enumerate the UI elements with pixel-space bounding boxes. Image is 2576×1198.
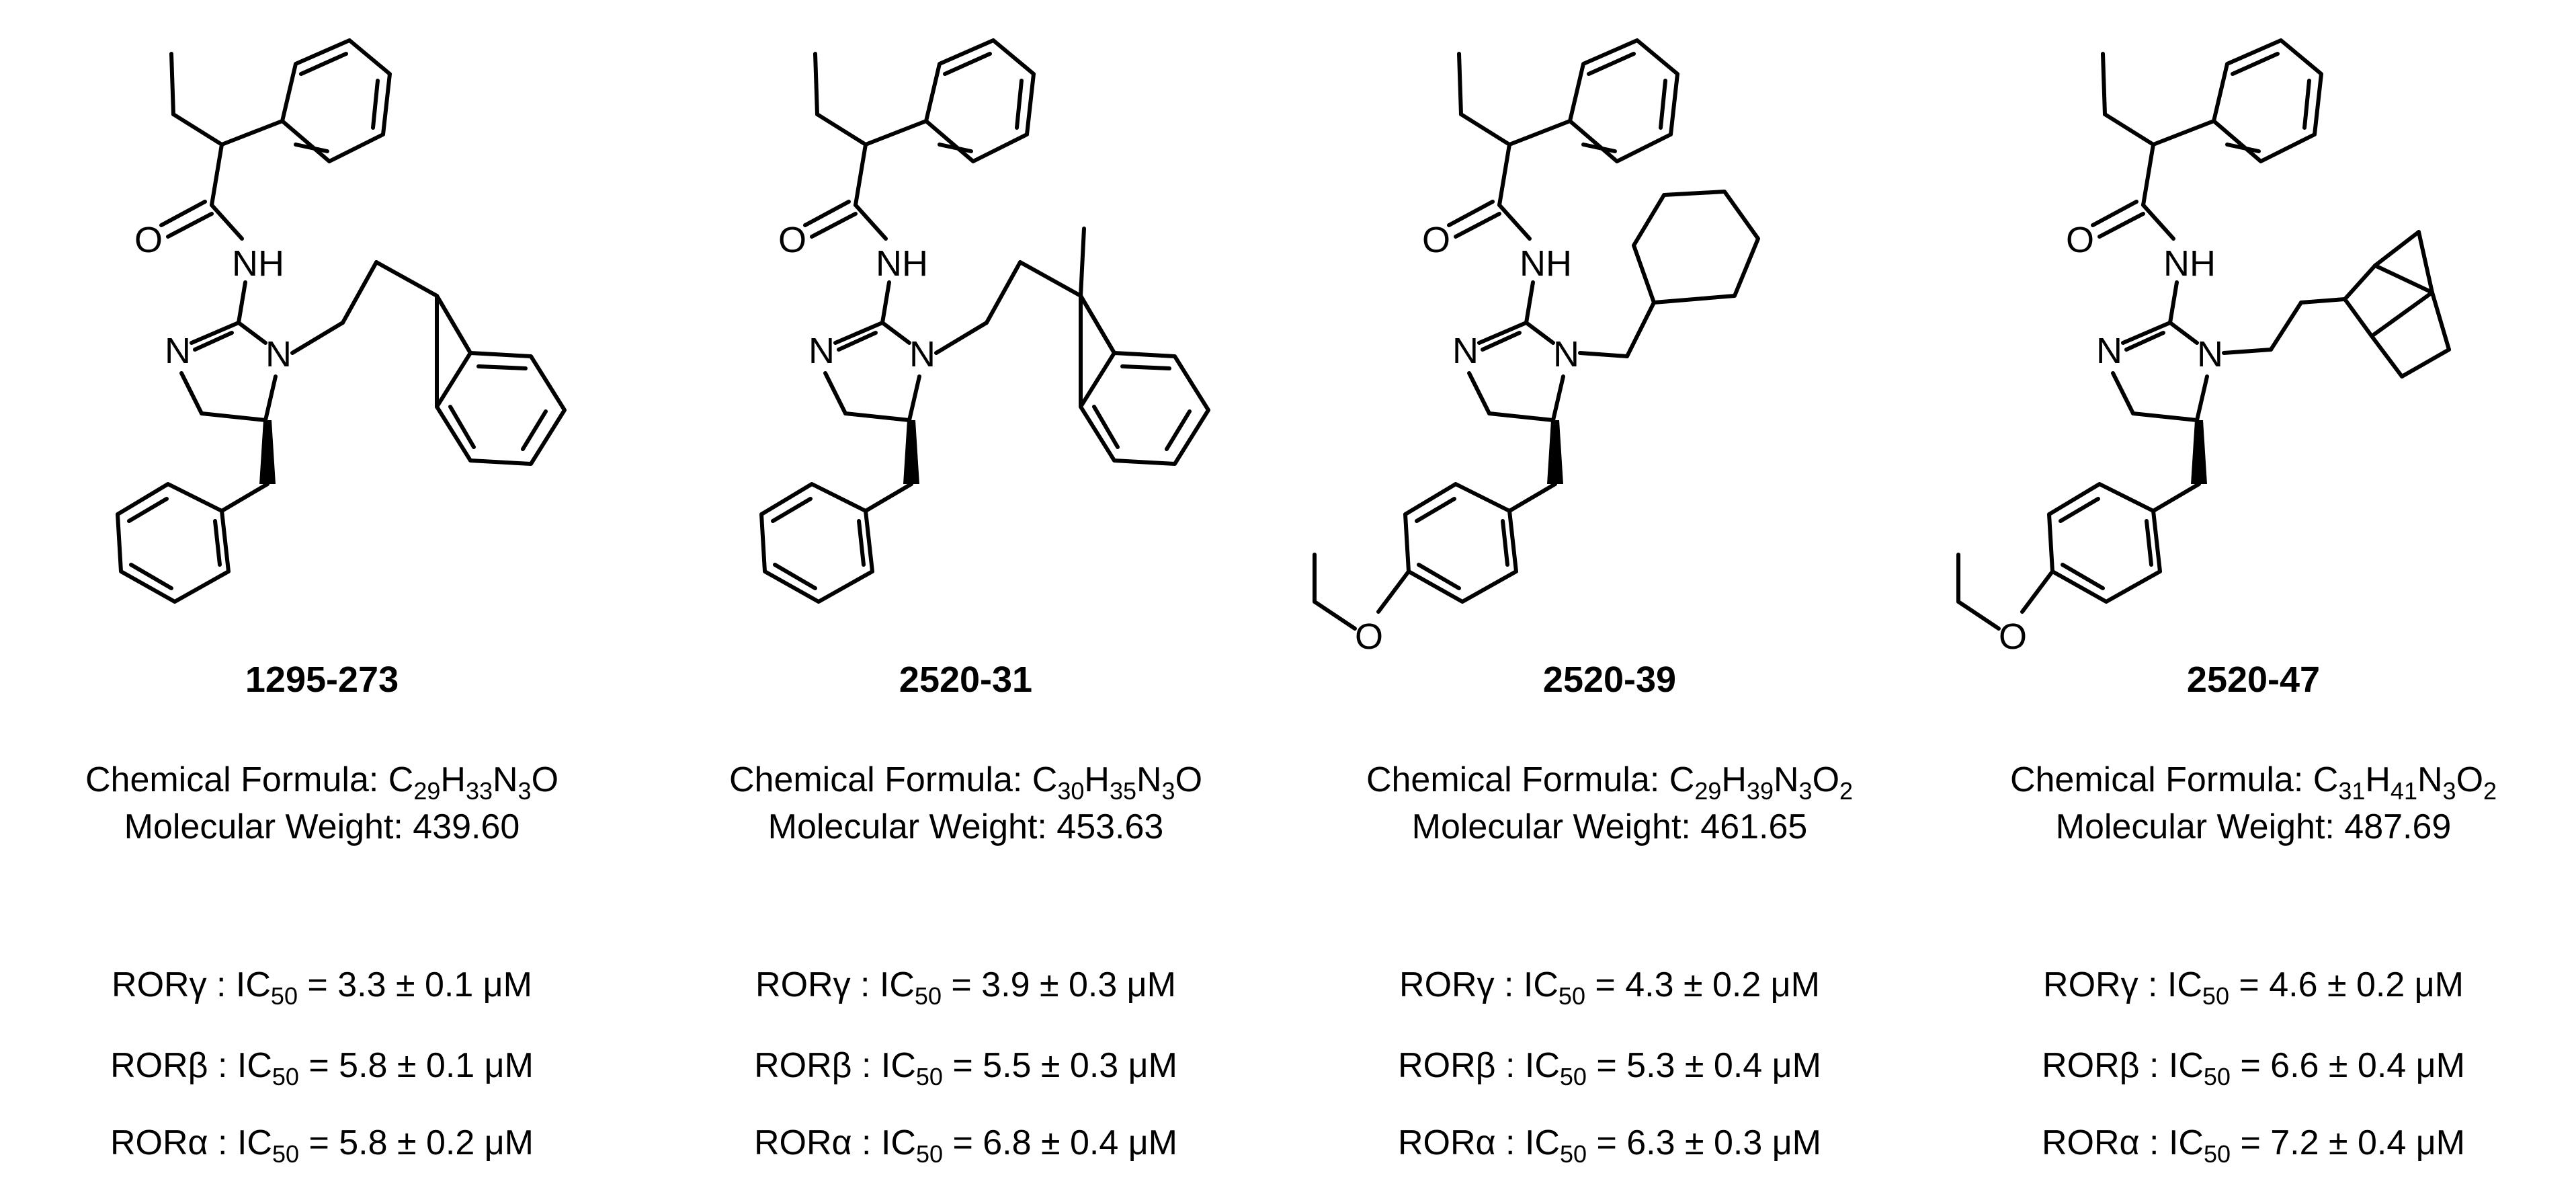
compound-info: Chemical Formula: C30H35N3O Molecular We… — [644, 756, 1288, 850]
molecular-weight: Molecular Weight: 487.69 — [2055, 807, 2452, 846]
compound-panel-2520-39: O NH N N O 2520-39 Chemical Formula: C29… — [1288, 0, 1931, 1198]
structure-2520-31: O NH N N — [759, 38, 1210, 604]
atom-label-oxygen: O — [778, 220, 806, 260]
chemical-formula: Chemical Formula: C29H39N3O2 — [1366, 760, 1854, 805]
compound-id: 2520-47 — [2186, 660, 2321, 700]
activity-ror-alpha: RORα : IC50 = 7.2 ± 0.4 μM — [2041, 1123, 2465, 1168]
atom-label-oxygen: O — [2066, 220, 2094, 260]
compound-info: Chemical Formula: C29H39N3O2 Molecular W… — [1288, 756, 1931, 850]
atom-label-oxygen: O — [1355, 616, 1383, 657]
activity-ror-beta: RORβ : IC50 = 6.6 ± 0.4 μM — [2042, 1046, 2465, 1090]
activity-ror-beta: RORβ : IC50 = 5.5 ± 0.3 μM — [754, 1046, 1177, 1090]
chemical-formula: Chemical Formula: C29H33N3O — [85, 760, 559, 805]
atom-label-n: N — [808, 331, 835, 371]
atom-label-nh: NH — [232, 243, 284, 284]
atom-label-nh: NH — [1520, 243, 1572, 284]
activity-ror-beta: RORβ : IC50 = 5.3 ± 0.4 μM — [1398, 1046, 1821, 1090]
compound-info: Chemical Formula: C29H33N3O Molecular We… — [0, 756, 644, 850]
activity-ror-beta: RORβ : IC50 = 5.8 ± 0.1 μM — [110, 1046, 534, 1090]
atom-label-oxygen: O — [1999, 616, 2027, 657]
molecular-weight: Molecular Weight: 439.60 — [124, 807, 520, 846]
atom-label-n: N — [1452, 331, 1479, 371]
activity-ror-alpha: RORα : IC50 = 6.3 ± 0.3 μM — [1397, 1123, 1821, 1168]
chemical-formula: Chemical Formula: C30H35N3O — [729, 760, 1203, 805]
compound-panel-1295-273: O NH N N 1295-273 Chemical Formula: C29H… — [0, 0, 644, 1198]
structure-2520-39: O NH N N O — [1313, 38, 1760, 657]
activity-ror-gamma: RORγ : IC50 = 3.9 ± 0.3 μM — [755, 965, 1176, 1010]
atom-label-n: N — [2096, 331, 2122, 371]
atom-label-n: N — [909, 334, 936, 374]
molecular-weight: Molecular Weight: 461.65 — [1411, 807, 1808, 846]
compound-id: 1295-273 — [245, 660, 399, 700]
activity-ror-alpha: RORα : IC50 = 6.8 ± 0.4 μM — [753, 1123, 1177, 1168]
atom-label-n: N — [165, 331, 191, 371]
compound-panel-2520-47: O NH N N O 2520-47 — [1931, 0, 2575, 1198]
atom-label-oxygen: O — [1422, 220, 1450, 260]
compound-panel-2520-31: O NH N N 2520-31 Chemical Formula: C30H3… — [644, 0, 1288, 1198]
atom-label-n: N — [265, 334, 292, 374]
activity-ror-gamma: RORγ : IC50 = 3.3 ± 0.1 μM — [112, 965, 532, 1010]
activity-ror-gamma: RORγ : IC50 = 4.6 ± 0.2 μM — [2043, 965, 2464, 1010]
activity-ror-alpha: RORα : IC50 = 5.8 ± 0.2 μM — [110, 1123, 534, 1168]
atom-label-nh: NH — [876, 243, 928, 284]
chemical-formula: Chemical Formula: C31H41N3O2 — [2009, 760, 2497, 805]
compound-info: Chemical Formula: C31H41N3O2 Molecular W… — [1931, 756, 2575, 850]
compound-id: 2520-31 — [899, 660, 1033, 700]
activity-ror-gamma: RORγ : IC50 = 4.3 ± 0.2 μM — [1399, 965, 1820, 1010]
structure-2520-47: O NH N N O — [1956, 38, 2451, 657]
atom-label-n: N — [2197, 334, 2223, 374]
compound-id: 2520-39 — [1542, 660, 1677, 700]
molecular-weight: Molecular Weight: 453.63 — [767, 807, 1164, 846]
atom-label-nh: NH — [2163, 243, 2216, 284]
atom-label-n: N — [1553, 334, 1579, 374]
atom-label-oxygen: O — [134, 220, 163, 260]
structure-1295-273: O NH N N — [116, 38, 567, 604]
